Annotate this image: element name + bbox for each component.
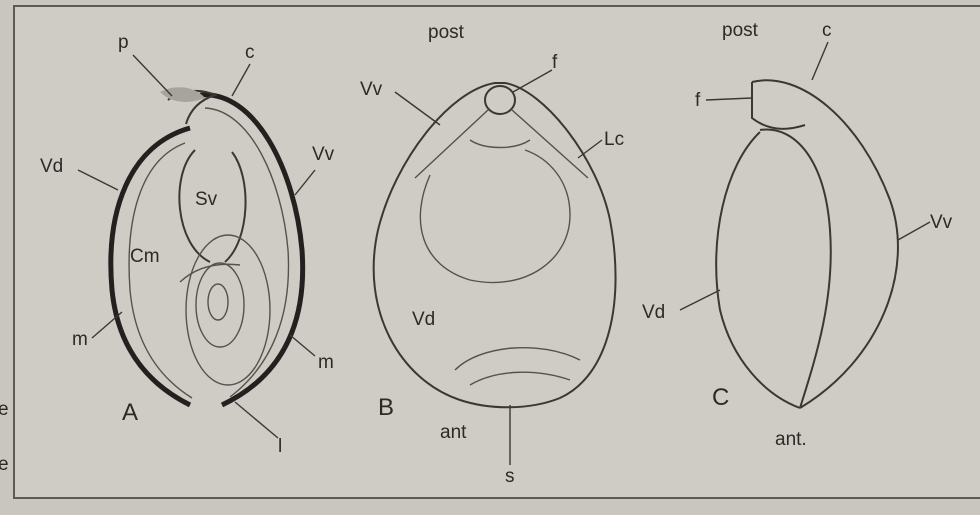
panel-c-label-c: c	[822, 20, 832, 41]
panel-c-label-vv: Vv	[930, 212, 953, 233]
panel-b-label-vv: Vv	[360, 79, 383, 100]
margin-mark-2: e	[0, 454, 9, 475]
panel-b-label-ant: ant	[440, 422, 467, 443]
panel-a-label-p: p	[118, 32, 129, 53]
panel-c-label-post: post	[722, 20, 759, 41]
panel-b-label-f: f	[552, 52, 558, 73]
panel-b-label-s: s	[505, 466, 515, 487]
panel-c-label-f: f	[695, 90, 701, 111]
margin-mark-1: e	[0, 399, 9, 420]
panel-a-label-vv: Vv	[312, 144, 335, 165]
panel-a-label-cm: Cm	[130, 246, 160, 267]
panel-a-label-l: l	[278, 436, 282, 457]
panel-b-panel-label: B	[378, 394, 394, 421]
panel-a-label-m-left: m	[72, 329, 88, 350]
panel-a-label-m-right: m	[318, 352, 334, 373]
panel-b-label-vd: Vd	[412, 309, 435, 330]
panel-c-label-vd: Vd	[642, 302, 665, 323]
panel-a-panel-label: A	[122, 399, 138, 426]
panel-c-panel-label: C	[712, 384, 729, 411]
panel-a-label-c: c	[245, 42, 255, 63]
panel-b-label-lc: Lc	[604, 129, 624, 150]
panel-a-label-vd: Vd	[40, 156, 63, 177]
panel-c-label-ant: ant.	[775, 429, 807, 450]
panel-b-label-post: post	[428, 22, 465, 43]
panel-a-label-sv: Sv	[195, 189, 218, 210]
